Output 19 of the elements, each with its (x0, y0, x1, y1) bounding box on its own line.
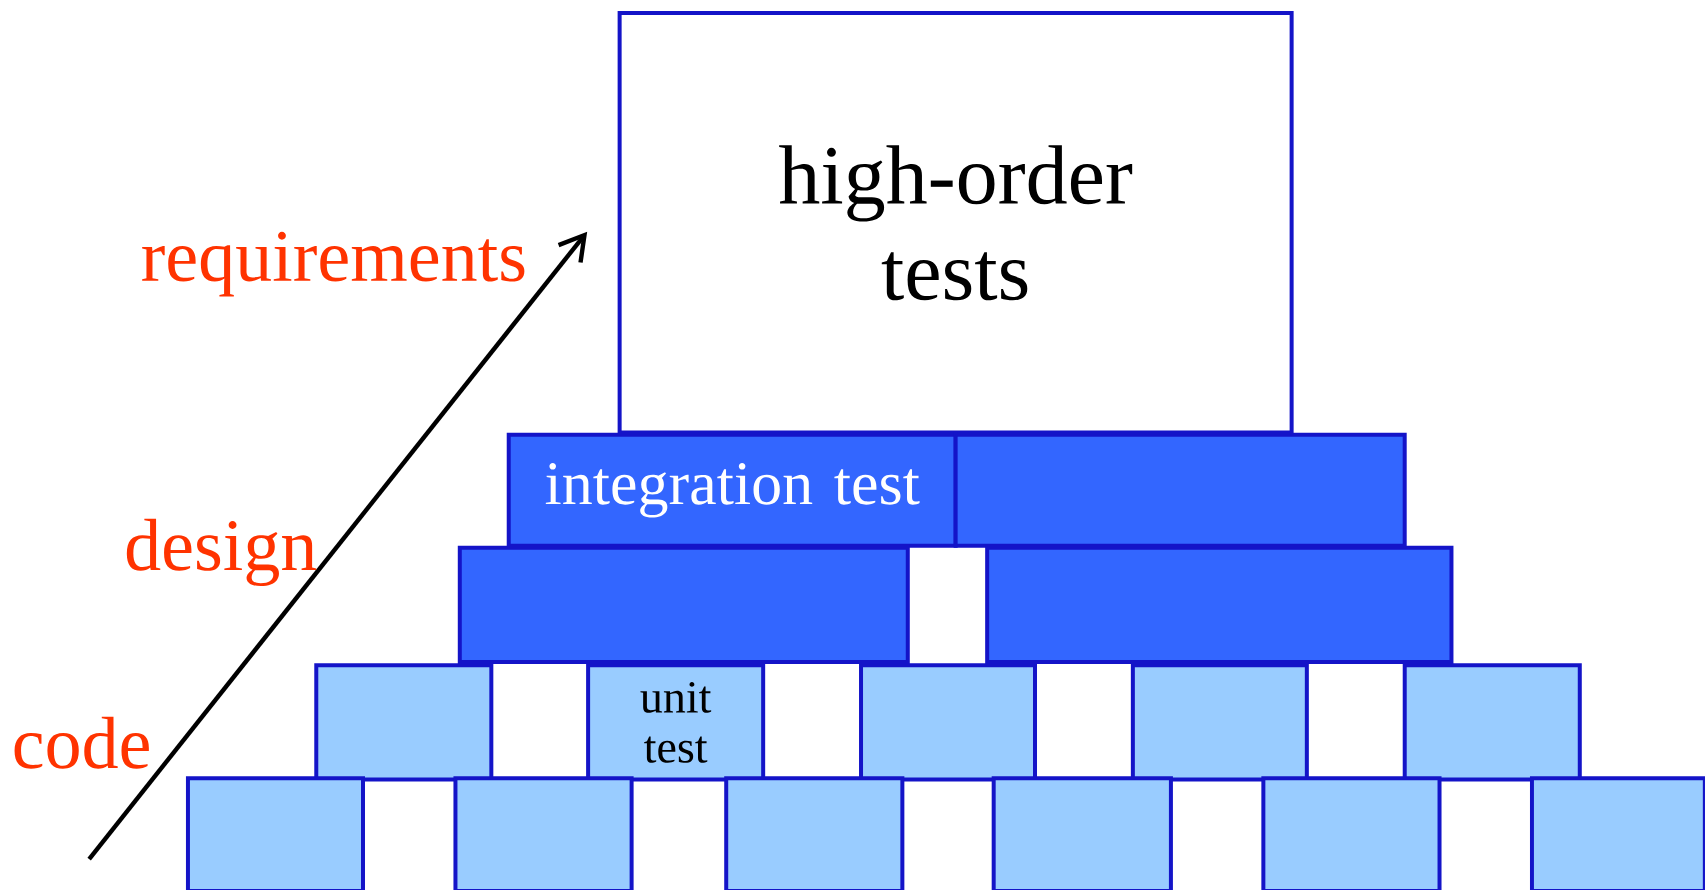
test-block (185, 776, 365, 890)
test-block (457, 545, 910, 665)
test-block (1402, 663, 1582, 782)
test-block (314, 663, 494, 782)
test-block (859, 663, 1037, 782)
test-block (1529, 776, 1705, 890)
side-label: code (14, 716, 149, 769)
test-block (453, 776, 634, 890)
test-block: integration test (506, 432, 958, 548)
test-block (953, 432, 1407, 548)
test-block (1130, 663, 1309, 782)
test-block (985, 545, 1454, 665)
side-label: design (126, 518, 317, 587)
test-block (991, 776, 1173, 890)
test-block (724, 776, 905, 890)
test-block: high-order tests (617, 10, 1294, 435)
test-block: unit test (586, 663, 766, 782)
side-label: requirements (142, 231, 525, 297)
test-block (1261, 776, 1442, 890)
